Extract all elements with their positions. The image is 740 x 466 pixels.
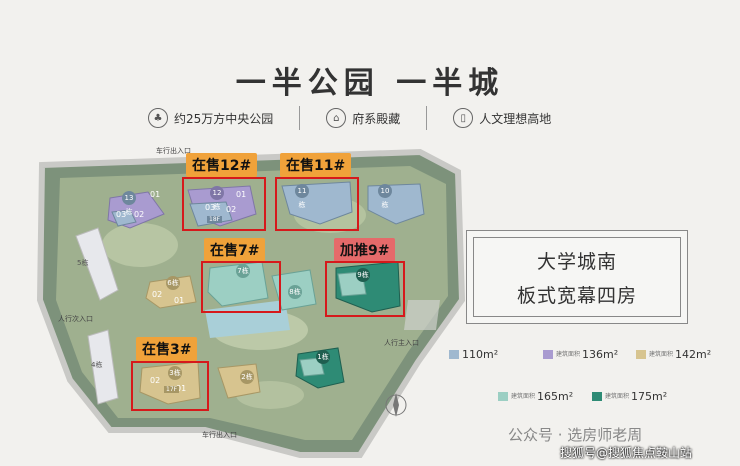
arch-icon: ⌂ (326, 108, 347, 128)
floor-badge: 18F (207, 216, 223, 223)
watermark-wechat: 公众号 · 选房师老周 (508, 426, 643, 444)
building-10-label: 10栋 (378, 184, 392, 209)
unit-label: 01 (176, 384, 187, 393)
car-entry-bottom: 车行出入口 (202, 431, 237, 439)
person-main-entry: 人行主入口 (384, 339, 419, 347)
book-icon: ▯ (453, 108, 474, 128)
swatch (498, 392, 508, 401)
page-title: 一半公园 一半城 (235, 66, 505, 101)
floor-badge: 17F (164, 386, 180, 393)
unit-label: 01 (174, 296, 185, 305)
building-4-label: 4栋 (91, 361, 103, 369)
swatch (592, 392, 602, 401)
building-7-label: 7栋 (236, 264, 250, 278)
feature-label: 府系殿藏 (352, 111, 401, 126)
building-6-label: 6栋 (166, 276, 180, 290)
person-entry-left: 人行次入口 (58, 315, 93, 323)
swatch (636, 350, 646, 359)
building-1-label: 1栋 (316, 350, 330, 364)
sale-tag-9: 加推9# (334, 238, 396, 262)
divider (299, 106, 301, 130)
highlight-box-7 (201, 261, 281, 313)
building-3-label: 3栋 (168, 366, 182, 380)
feature-park: ♣ 约25万方中央公园 (148, 108, 273, 128)
feature-palace: ⌂ 府系殿藏 (326, 108, 400, 128)
promo-box: 大学城南 板式宽幕四房 (466, 230, 688, 324)
watermark-sohu: 搜狐号@搜狐焦点鞍山站 (560, 446, 693, 460)
unit-label: 01 (150, 190, 161, 199)
swatch (449, 350, 459, 359)
legend-175: 建筑面积 175m² (592, 390, 667, 403)
unit-label: 02 (152, 290, 163, 299)
sale-tag-7: 在售7# (204, 238, 266, 262)
promo-line-2: 板式宽幕四房 (516, 285, 637, 307)
feature-label: 约25万方中央公园 (174, 111, 274, 126)
car-entry-top: 车行出入口 (156, 147, 191, 155)
building-13-label: 13栋 (122, 191, 136, 216)
building-9-label: 9栋 (356, 268, 370, 282)
unit-label: 03 (205, 203, 216, 212)
building-11-label: 11栋 (295, 184, 309, 209)
sale-tag-12: 在售12# (186, 153, 258, 177)
sale-tag-11: 在售11# (280, 153, 352, 177)
promo-frame (473, 237, 681, 317)
unit-label: 02 (150, 376, 161, 385)
building-8-label: 8栋 (288, 285, 302, 299)
legend-110: 110m² (449, 348, 498, 361)
building-12-label: 12栋 (210, 186, 224, 211)
highlight-box-12 (182, 177, 266, 231)
unit-label: 02 (226, 205, 237, 214)
divider (426, 106, 428, 130)
highlight-box-9 (325, 261, 405, 317)
unit-label: 01 (236, 190, 247, 199)
legend-136: 建筑面积 136m² (543, 348, 618, 361)
unit-label: 02 (134, 210, 145, 219)
highlight-box-3 (131, 361, 209, 411)
feature-culture: ▯ 人文理想高地 (453, 108, 551, 128)
highlight-box-11 (275, 177, 359, 231)
legend-165: 建筑面积 165m² (498, 390, 573, 403)
feature-strip: ♣ 约25万方中央公园 ⌂ 府系殿藏 ▯ 人文理想高地 (148, 104, 618, 132)
swatch (543, 350, 553, 359)
legend-142: 建筑面积 142m² (636, 348, 711, 361)
promo-line-1: 大学城南 (536, 251, 617, 273)
tree-icon: ♣ (148, 108, 168, 128)
building-5-label: 5栋 (77, 259, 89, 267)
building-2-label: 2栋 (240, 370, 254, 384)
unit-label: 03 (116, 210, 127, 219)
sale-tag-3: 在售3# (136, 337, 198, 361)
feature-label: 人文理想高地 (479, 111, 552, 126)
